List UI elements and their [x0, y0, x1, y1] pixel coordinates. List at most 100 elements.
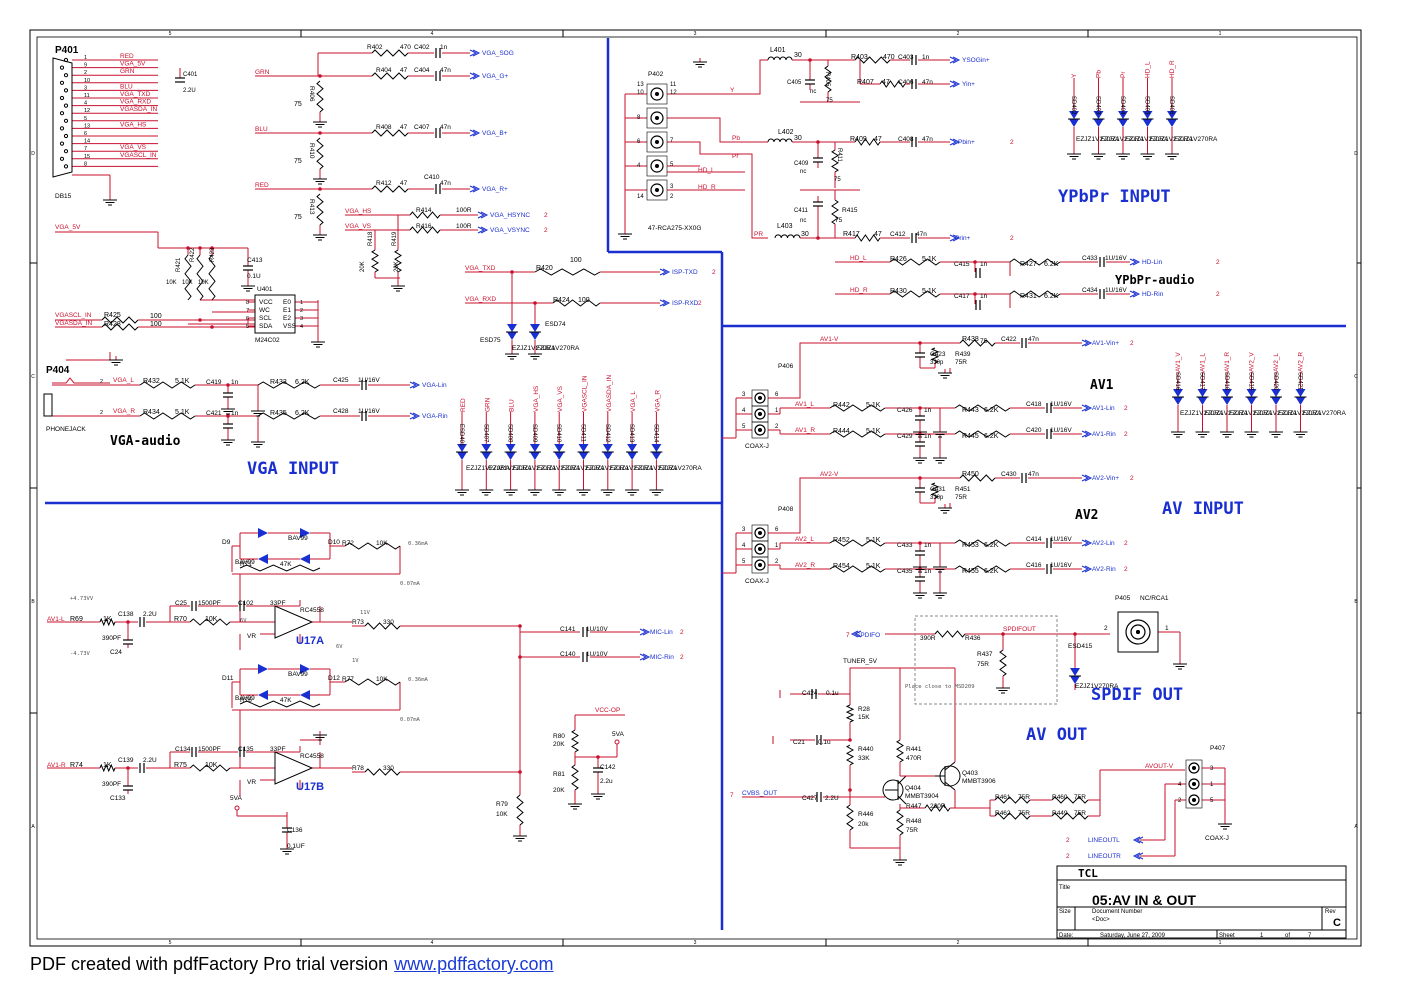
- rca-pin: [655, 116, 659, 120]
- pdffactory-link[interactable]: www.pdffactory.com: [394, 954, 554, 974]
- resistor: [845, 744, 855, 766]
- label: R72: [342, 540, 354, 547]
- label: 390PF: [102, 635, 121, 642]
- wire: [768, 477, 960, 534]
- connector-name: P406: [778, 363, 794, 370]
- label: VGASCL_IN: [582, 375, 589, 412]
- esd-part: EZJZ1V270RA: [610, 465, 654, 472]
- tvs-diode-icon: [530, 332, 540, 340]
- label: 7: [246, 308, 249, 314]
- section-title: VGA INPUT: [247, 459, 339, 479]
- rca-jack-icon: [1188, 794, 1200, 806]
- components: [43, 48, 1308, 866]
- label: ESD401: [458, 424, 464, 447]
- resistor: [845, 704, 855, 723]
- label: Pb: [732, 135, 740, 142]
- section-title: AV OUT: [1026, 725, 1087, 745]
- db15-pin: [63, 88, 69, 93]
- border-col-label: 3: [694, 940, 697, 946]
- label: R406: [308, 86, 315, 102]
- label: 2: [680, 629, 684, 636]
- esd-part: EZJZ1V270RA: [488, 465, 532, 472]
- label: 75: [980, 338, 988, 345]
- label: 75R: [906, 827, 918, 834]
- label: 6.2K: [295, 410, 310, 417]
- label: 2: [544, 227, 548, 234]
- pin-number: 4: [742, 543, 746, 549]
- label: 1n: [231, 410, 239, 417]
- label: 5.1K: [175, 378, 190, 385]
- offpage-arrow-icon: [639, 653, 651, 661]
- label: C431: [930, 486, 946, 493]
- rca-body: [646, 179, 668, 201]
- label: SD407: [482, 424, 488, 443]
- label: R460: [1052, 794, 1068, 801]
- label: SPDIFOUT: [1003, 626, 1036, 633]
- label: 1n: [980, 261, 988, 268]
- signal-label: VGA_5V: [120, 61, 146, 68]
- label: C421: [206, 410, 222, 417]
- esd-part: EZJZ1V270RA: [1150, 136, 1194, 143]
- signal-label: VGASCL_IN: [120, 152, 157, 159]
- label: 330p: [930, 495, 944, 501]
- label: VGASDA_IN: [606, 374, 613, 412]
- resistor: [829, 539, 886, 547]
- label: AV1_R: [1224, 352, 1231, 372]
- label: VGASCL_IN: [55, 312, 92, 319]
- label: 1500PF: [198, 746, 221, 753]
- section-title: VGA-audio: [110, 434, 181, 449]
- pin-number: 10: [637, 90, 644, 96]
- rca-body: [646, 131, 668, 153]
- label: C428: [333, 408, 349, 415]
- rca-jack-icon: [754, 527, 766, 539]
- resistor: [189, 618, 231, 626]
- label: 0.1u: [818, 739, 831, 746]
- label: BAV99: [288, 535, 308, 542]
- db15-pin: [59, 126, 65, 131]
- border-col-label: 2: [957, 940, 960, 946]
- label: 6.2K: [1044, 293, 1059, 300]
- outer-border: [29, 29, 1362, 947]
- label: R77: [342, 676, 354, 683]
- label: 20K: [394, 261, 400, 272]
- label: ISP-TXD: [672, 269, 698, 276]
- label: VGA_HS: [345, 208, 372, 215]
- pdf-footer: PDF created with pdfFactory Pro trial ve…: [30, 954, 554, 975]
- rca-jack-icon: [754, 408, 766, 420]
- junction: [318, 187, 322, 191]
- label: Pbin+: [958, 139, 975, 146]
- resistor: [959, 474, 996, 482]
- label: AV2_L: [795, 536, 814, 543]
- label: D11: [222, 675, 234, 682]
- label: C422: [1001, 336, 1017, 343]
- label: YSOGin+: [962, 57, 990, 64]
- label: R410: [308, 143, 315, 159]
- resistor: [371, 49, 409, 57]
- pin-number: 10: [84, 78, 90, 84]
- resistor: [394, 249, 402, 273]
- db15-connector-icon: [52, 57, 73, 178]
- label: 4: [300, 324, 303, 330]
- label: R430: [890, 288, 907, 295]
- label: R445: [962, 433, 979, 440]
- label: HD_R: [698, 184, 716, 191]
- label: R412: [376, 180, 392, 187]
- pin-number: 12: [670, 90, 677, 96]
- border-col-label: 2: [957, 31, 960, 37]
- label: 75R: [955, 359, 967, 366]
- label: D10: [328, 539, 340, 546]
- label: P405: [1115, 595, 1131, 602]
- pin-number: 13: [84, 123, 90, 129]
- rca-jack-icon: [650, 135, 664, 149]
- section-title: YPbPr INPUT: [1058, 187, 1171, 207]
- border-col-label: 5: [169, 31, 172, 37]
- label: 6.2K: [984, 568, 999, 575]
- resistor: [954, 539, 1011, 547]
- tvs-diode-icon: [1222, 397, 1232, 405]
- label: 1U/10V: [586, 651, 608, 658]
- label: 2: [1216, 259, 1220, 266]
- label: 5.1K: [175, 409, 190, 416]
- section-title: AV2: [1075, 508, 1098, 523]
- label: 7: [846, 632, 850, 639]
- pin-number: 7: [670, 138, 674, 144]
